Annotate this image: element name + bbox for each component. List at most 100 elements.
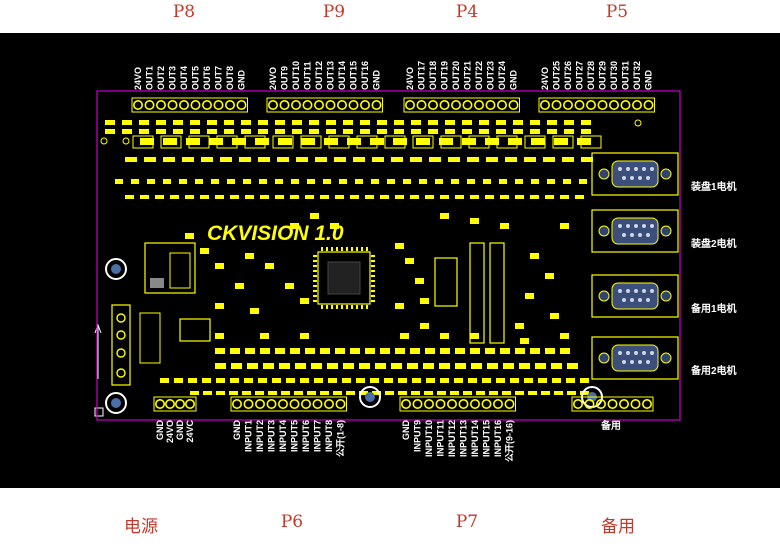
output-pin-label: OUT26 [563, 61, 573, 90]
smd-pad [503, 363, 514, 369]
mcu-pin [361, 247, 363, 251]
smd-pad [309, 129, 319, 134]
db9-pin [646, 360, 650, 364]
terminal-pin [620, 100, 631, 111]
mcu-pin [371, 285, 375, 287]
driver-footprint [524, 135, 546, 149]
smd-pad [279, 363, 290, 369]
smd-pad [339, 179, 347, 184]
smd-pad [385, 391, 394, 395]
smd-component [560, 333, 569, 339]
smd-pad [144, 157, 156, 162]
driver-footprint [580, 135, 602, 149]
component-row [105, 129, 591, 134]
output-pin-label: OUT6 [202, 66, 212, 90]
smd-pad [156, 120, 166, 125]
driver-footprint [216, 135, 238, 149]
mcu-pin [346, 247, 348, 251]
smd-pad [419, 179, 427, 184]
smd-pad [343, 129, 353, 134]
smd-pad [335, 195, 344, 199]
component-row [190, 391, 589, 395]
smd-pad [334, 157, 346, 162]
hole-center [111, 398, 121, 408]
db9-pin [642, 351, 646, 355]
smd-pad [356, 378, 365, 383]
smd-pad [543, 157, 555, 162]
smd-component [405, 258, 414, 264]
smd-pad [510, 378, 519, 383]
hole-ring [105, 258, 127, 280]
smd-pad [445, 129, 455, 134]
power-pin-label: GND [175, 420, 185, 441]
top-terminal-block [538, 97, 655, 113]
via [122, 137, 130, 145]
db9-pin [630, 360, 634, 364]
smd-pad [163, 138, 177, 145]
mounting-hole [105, 258, 127, 280]
mcu-pin [371, 300, 375, 302]
smd-pad [428, 129, 438, 134]
terminal-pin [595, 398, 606, 409]
smd-component [420, 298, 429, 304]
smd-pad [350, 348, 360, 354]
terminal-pin [496, 100, 507, 111]
smd-pad [411, 129, 421, 134]
smd-pad [372, 391, 381, 395]
smd-pad [515, 348, 525, 354]
smd-pad [455, 363, 466, 369]
smd-pad [505, 157, 517, 162]
smd-pad [281, 391, 290, 395]
smd-pad [275, 179, 283, 184]
smd-pad [139, 120, 149, 125]
smd-pad [224, 120, 234, 125]
mcu-pin [313, 255, 317, 257]
smd-pad [365, 348, 375, 354]
smd-pad [326, 120, 336, 125]
terminal-pin [133, 100, 144, 111]
terminal-block-outline [230, 396, 347, 412]
mcu-pin [371, 265, 375, 267]
db9-pin [638, 360, 642, 364]
smd-pad [496, 129, 506, 134]
mcu-pin [371, 280, 375, 282]
mcu-pin [341, 305, 343, 309]
output-pin-label: OUT24 [497, 61, 507, 90]
misc-components [185, 213, 569, 344]
terminal-pin [313, 100, 324, 111]
db9-pin [646, 298, 650, 302]
output-pin-label: OUT12 [314, 61, 324, 90]
output-pin-label: OUT14 [337, 61, 347, 90]
input-pin-label: INPUT16 [493, 420, 503, 457]
smd-pad [515, 179, 523, 184]
header-p9: P9 [322, 2, 346, 22]
driver-footprint [188, 135, 210, 149]
terminal-block-outline [399, 396, 516, 412]
smd-pad [448, 157, 460, 162]
smd-pad [554, 391, 563, 395]
smd-pad [566, 378, 575, 383]
smd-pad [423, 363, 434, 369]
terminal-pin [504, 398, 515, 409]
smd-pad [560, 195, 569, 199]
smd-pad [216, 378, 225, 383]
smd-pad [230, 348, 240, 354]
output-pin-label: OUT25 [552, 61, 562, 90]
smd-pad [489, 391, 498, 395]
header-p8: P8 [172, 2, 196, 22]
smd-pad [387, 179, 395, 184]
smd-component [520, 338, 529, 344]
input-pin-label: INPUT9 [413, 420, 423, 452]
smd-pad [263, 363, 274, 369]
smd-pad [554, 138, 568, 145]
terminal-block-outline [153, 396, 197, 412]
db9-pin [646, 176, 650, 180]
smd-pad [429, 157, 441, 162]
smd-pad [241, 129, 251, 134]
mcu-pin [371, 270, 375, 272]
db9-pin [622, 233, 626, 237]
smd-pad [292, 120, 302, 125]
smd-component [215, 333, 224, 339]
db9-pin [634, 289, 638, 293]
mcu-pin [313, 270, 317, 272]
